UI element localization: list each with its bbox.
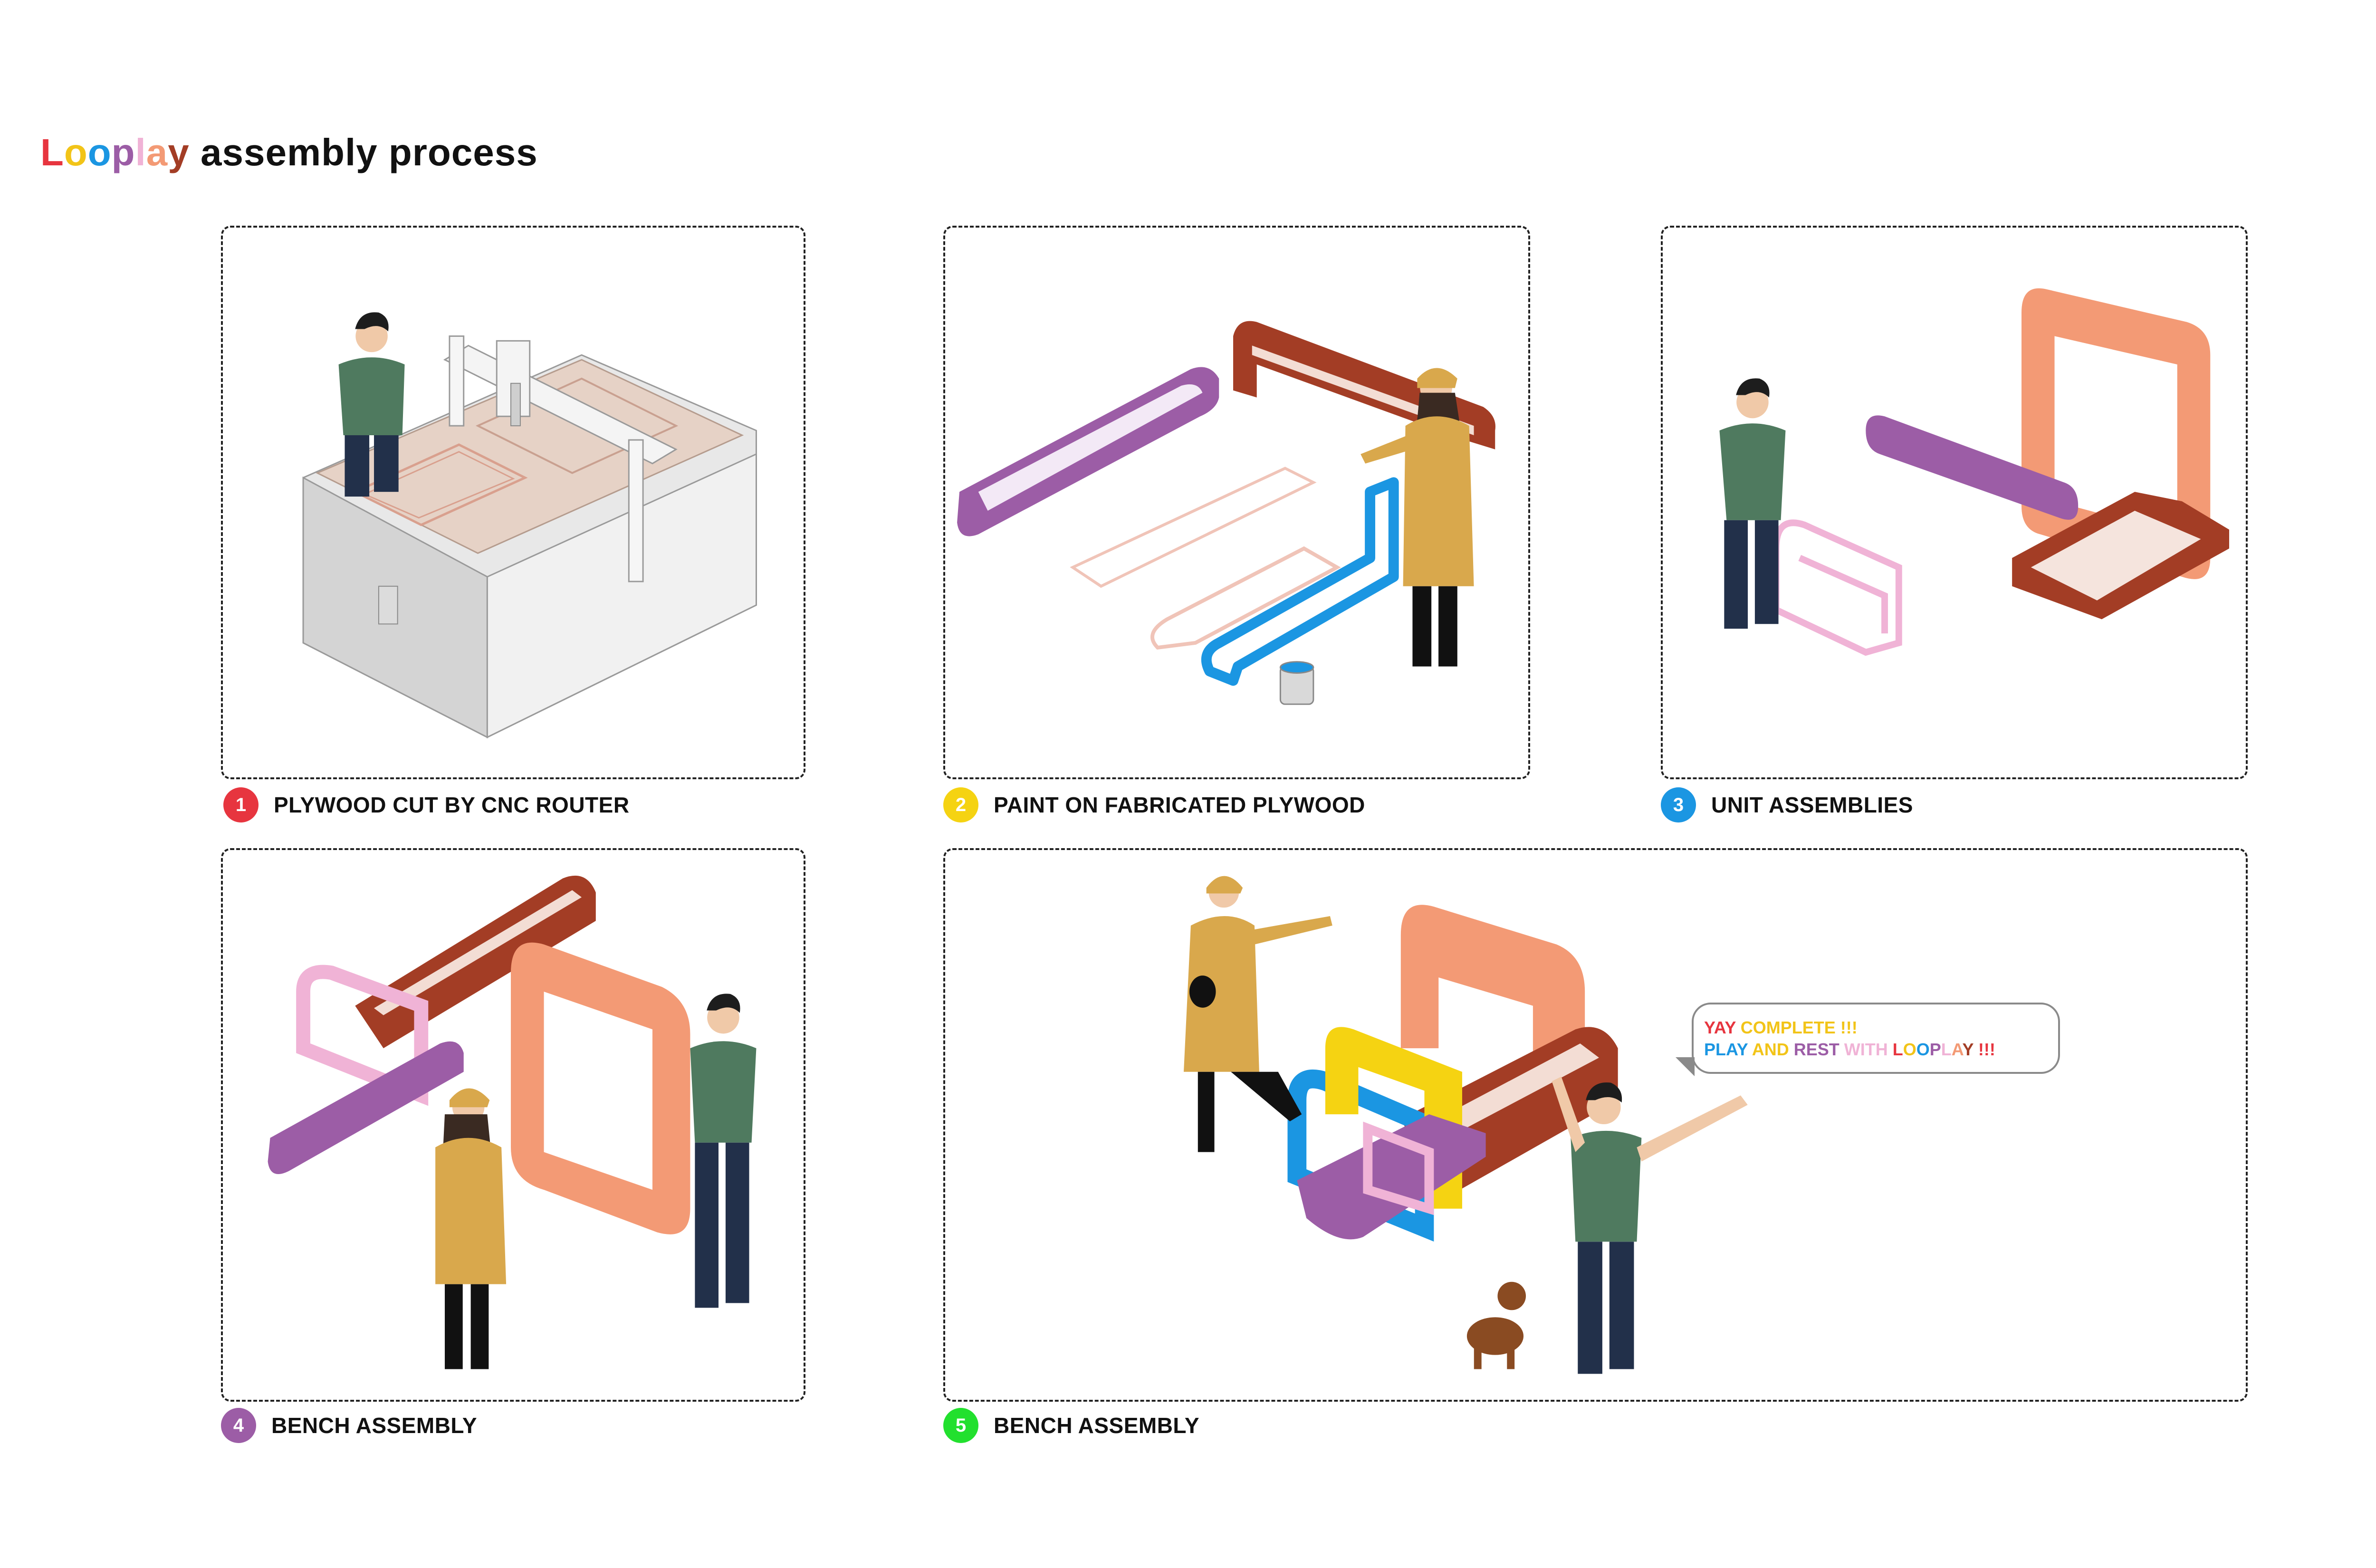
- step-2-label: 2 PAINT ON FABRICATED PLYWOOD: [943, 787, 1365, 822]
- brand-letter: l: [135, 131, 146, 173]
- speech-word: COMPLETE !!!: [1740, 1018, 1858, 1037]
- speech-word: YAY: [1704, 1018, 1741, 1037]
- step-badge: 2: [943, 787, 978, 822]
- dog-figure: [1466, 1281, 1526, 1369]
- final-bench-illustration: [1183, 876, 1748, 1374]
- purple-loop-part: [957, 367, 1219, 536]
- unit-assemblies-illustration: [1719, 288, 2229, 656]
- woman-figure: [435, 1088, 507, 1369]
- panel-step-1: [221, 226, 805, 779]
- brand-wordmark: Looplay: [40, 131, 201, 173]
- speech-bubble: YAY COMPLETE !!! PLAY AND REST WITH LOOP…: [1692, 1003, 2060, 1074]
- speech-word: A: [1951, 1040, 1963, 1059]
- speech-line-1: YAY COMPLETE !!!: [1704, 1017, 2058, 1039]
- worker-figure: [338, 312, 405, 497]
- brand-letter: p: [111, 131, 135, 173]
- step-badge: 5: [943, 1408, 978, 1443]
- speech-word: PLAY: [1704, 1040, 1752, 1059]
- panel-step-4: [221, 848, 805, 1402]
- brand-letter: o: [64, 131, 88, 173]
- woman-figure: [1183, 876, 1332, 1152]
- step-badge: 3: [1661, 787, 1696, 822]
- cnc-router-illustration: [302, 312, 757, 739]
- step-title: BENCH ASSEMBLY: [271, 1413, 477, 1438]
- speech-word: WITH: [1844, 1040, 1893, 1059]
- pink-unit-part: [1772, 519, 1902, 656]
- paint-can-icon: [1279, 661, 1314, 705]
- speech-word: O: [1916, 1040, 1930, 1059]
- speech-word: L: [1941, 1040, 1952, 1059]
- step-title: BENCH ASSEMBLY: [994, 1413, 1199, 1438]
- step-title: UNIT ASSEMBLIES: [1711, 793, 1913, 817]
- panel-step-5: [943, 848, 2248, 1402]
- brand-letter: y: [168, 131, 190, 173]
- bench-assembly-illustration: [268, 875, 757, 1369]
- step-5-label: 5 BENCH ASSEMBLY: [943, 1408, 1199, 1443]
- panel-step-3: [1661, 226, 2248, 779]
- painting-illustration: [957, 321, 1495, 705]
- speech-bubble-tail: [1676, 1057, 1695, 1076]
- speech-word: L: [1892, 1040, 1903, 1059]
- speech-word: !!!: [1973, 1040, 1995, 1059]
- step-title: PLYWOOD CUT BY CNC ROUTER: [274, 793, 630, 817]
- step-1-label: 1 PLYWOOD CUT BY CNC ROUTER: [223, 787, 630, 822]
- speech-word: P: [1929, 1040, 1941, 1059]
- salmon-frame-part: [511, 942, 690, 1234]
- brand-letter: L: [40, 131, 64, 173]
- man-figure: [690, 994, 757, 1308]
- speech-word: AND: [1752, 1040, 1794, 1059]
- man-figure: [1552, 1076, 1748, 1374]
- speech-line-2: PLAY AND REST WITH LOOPLAY !!!: [1704, 1039, 2058, 1061]
- title-text: assembly process: [200, 131, 538, 173]
- worker-figure: [1719, 378, 1786, 629]
- speech-word: Y: [1962, 1040, 1974, 1059]
- page-title: Looplay assembly process: [40, 131, 538, 174]
- step-badge: 4: [221, 1408, 256, 1443]
- speech-word: O: [1903, 1040, 1916, 1059]
- panel-step-2: [943, 226, 1530, 779]
- step-title: PAINT ON FABRICATED PLYWOOD: [994, 793, 1365, 817]
- step-3-label: 3 UNIT ASSEMBLIES: [1661, 787, 1913, 822]
- speech-word: REST: [1793, 1040, 1844, 1059]
- step-4-label: 4 BENCH ASSEMBLY: [221, 1408, 477, 1443]
- brand-letter: a: [146, 131, 168, 173]
- painter-figure: [1360, 368, 1474, 667]
- step-badge: 1: [223, 787, 259, 822]
- brand-letter: o: [87, 131, 112, 173]
